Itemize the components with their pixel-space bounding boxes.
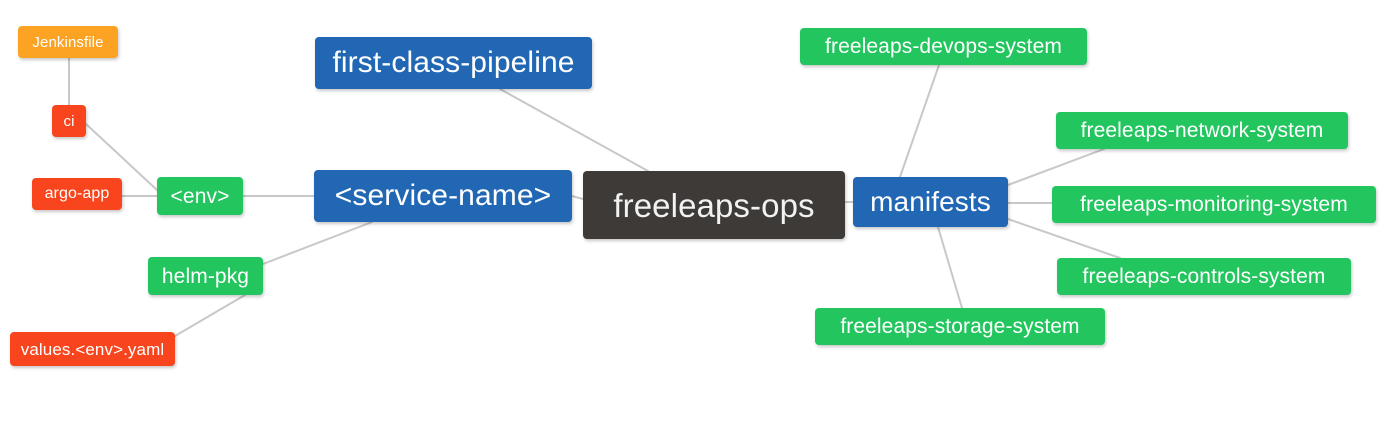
node-label-argo-app: argo-app bbox=[44, 185, 110, 202]
node-label-manifests: manifests bbox=[870, 186, 991, 217]
edge-manifests-devops bbox=[899, 64, 940, 178]
node-argo-app[interactable]: argo-app bbox=[32, 178, 122, 210]
node-label-freeleaps-storage-system: freeleaps-storage-system bbox=[840, 315, 1080, 338]
node-label-freeleaps-devops-system: freeleaps-devops-system bbox=[825, 35, 1062, 58]
node-helm-pkg[interactable]: helm-pkg bbox=[148, 257, 263, 295]
node-label-jenkinsfile: Jenkinsfile bbox=[32, 33, 104, 51]
node-label-freeleaps-controls-system: freeleaps-controls-system bbox=[1082, 265, 1326, 288]
node-label-freeleaps-network-system: freeleaps-network-system bbox=[1080, 119, 1324, 142]
node-label-first-class-pipeline: first-class-pipeline bbox=[332, 46, 575, 79]
node-label-ci: ci bbox=[63, 112, 75, 130]
node-label-env: <env> bbox=[170, 184, 230, 208]
node-env[interactable]: <env> bbox=[157, 177, 243, 215]
node-label-helm-pkg: helm-pkg bbox=[161, 264, 250, 288]
edge-values-helmpkg bbox=[174, 294, 246, 337]
node-freeleaps-monitoring-system[interactable]: freeleaps-monitoring-system bbox=[1052, 186, 1376, 223]
node-ci[interactable]: ci bbox=[52, 105, 86, 137]
node-service-name[interactable]: <service-name> bbox=[314, 170, 572, 222]
node-values-env-yaml[interactable]: values.<env>.yaml bbox=[10, 332, 175, 366]
node-label-freeleaps-ops: freeleaps-ops bbox=[613, 186, 815, 224]
node-label-values-env-yaml: values.<env>.yaml bbox=[20, 339, 165, 359]
node-freeleaps-controls-system[interactable]: freeleaps-controls-system bbox=[1057, 258, 1351, 295]
node-freeleaps-network-system[interactable]: freeleaps-network-system bbox=[1056, 112, 1348, 149]
edge-helmpkg-servicename bbox=[262, 221, 373, 265]
node-freeleaps-ops[interactable]: freeleaps-ops bbox=[583, 171, 845, 239]
node-jenkinsfile[interactable]: Jenkinsfile bbox=[18, 26, 118, 58]
node-label-service-name: <service-name> bbox=[334, 179, 552, 212]
node-label-freeleaps-monitoring-system: freeleaps-monitoring-system bbox=[1080, 193, 1348, 216]
node-manifests[interactable]: manifests bbox=[853, 177, 1008, 227]
node-freeleaps-devops-system[interactable]: freeleaps-devops-system bbox=[800, 28, 1087, 65]
node-freeleaps-storage-system[interactable]: freeleaps-storage-system bbox=[815, 308, 1105, 345]
edge-manifests-network bbox=[1007, 148, 1105, 186]
edge-manifests-storage bbox=[937, 226, 963, 309]
edge-manifests-controls bbox=[1007, 218, 1121, 259]
edge-servicename-ops bbox=[571, 195, 584, 200]
edge-pipeline-ops bbox=[499, 88, 649, 172]
node-first-class-pipeline[interactable]: first-class-pipeline bbox=[315, 37, 592, 89]
